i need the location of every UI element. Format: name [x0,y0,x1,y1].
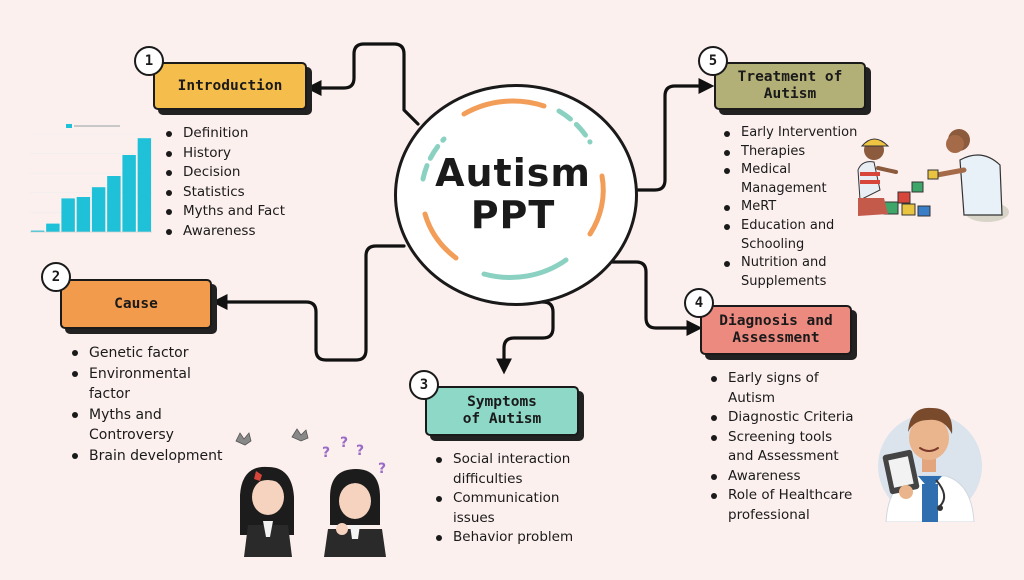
introduction-items: Definition History Decision Statistics M… [165,124,285,241]
list-item: Early signs of Autism [710,369,840,408]
list-item: Genetic factor [71,343,231,364]
node-introduction-title: Introduction [177,77,283,94]
list-item: Social interaction difficulties [435,450,585,489]
node-treatment-number: 5 [698,46,728,76]
list-item: MeRT [723,198,858,217]
list-item: Role of Healthcare professional [710,486,866,525]
node-cause: Cause [60,279,212,329]
center-title: Autism PPT [394,152,632,236]
doctor-illustration [878,407,982,522]
connector-diagnosis [604,260,703,336]
list-item: Communication issues [435,489,578,528]
list-item: Myths and Fact [165,202,285,222]
mini-chart-bar [107,176,121,232]
center-circle [394,84,638,306]
node-symptoms-title-line1: Symptoms [467,394,537,410]
list-item: Nutrition and Supplements [723,254,846,291]
node-diagnosis-number: 4 [684,288,714,318]
list-item: Statistics [165,183,285,203]
mini-chart-bar [61,198,75,232]
cause-items: Genetic factor Environmental factor Myth… [71,343,231,466]
node-diagnosis: Diagnosis and Assessment [700,305,852,355]
list-item: Therapies [723,143,858,162]
mini-chart-bar [137,138,152,232]
list-item: Environmental factor [71,364,201,405]
mini-chart-bar [46,223,60,232]
diagnosis-items: Early signs of Autism Diagnostic Criteri… [710,369,860,525]
node-treatment-title-line2: Autism [763,86,817,102]
list-item: History [165,144,285,164]
node-treatment-title-line1: Treatment of [737,69,843,85]
center-title-line2: PPT [470,193,556,237]
list-item: Brain development [71,446,231,467]
center-title-line1: Autism [435,151,591,195]
node-symptoms-title-line2: of Autism [462,411,542,427]
confused-women-illustration: ???? [235,428,386,557]
connector-introduction [305,42,420,126]
node-diagnosis-title-line2: Assessment [732,330,820,346]
treatment-items: Early Intervention Therapies Medical Man… [723,124,858,291]
svg-text:?: ? [340,435,348,451]
connector-symptoms [496,300,555,375]
list-item: Diagnostic Criteria [710,408,860,428]
connector-treatment [625,78,715,192]
node-introduction-number: 1 [134,46,164,76]
node-treatment: Treatment of Autism [714,62,866,110]
mini-chart-legend-swatch [66,124,72,128]
mini-chart-bar [76,197,91,232]
connector-cause [211,244,406,362]
statistics-mini-chart [30,124,152,233]
list-item: Screening tools and Assessment [710,428,860,467]
list-item: Behavior problem [435,528,585,548]
list-item: Medical Management [723,161,836,198]
mini-chart-bar [91,187,106,232]
svg-text:?: ? [322,445,330,461]
node-cause-number: 2 [41,262,71,292]
list-item: Awareness [165,222,285,242]
list-item: Decision [165,163,285,183]
list-item: Myths and Controversy [71,405,199,446]
node-diagnosis-title-line1: Diagnosis and [719,313,833,329]
mini-chart-legend-text [74,125,120,127]
node-symptoms-number: 3 [409,370,439,400]
node-symptoms: Symptoms of Autism [425,386,579,436]
list-item: Definition [165,124,285,144]
svg-text:?: ? [378,461,386,477]
list-item: Education and Schooling [723,217,846,254]
mini-chart-bar [30,230,45,232]
child-therapist-illustration [857,129,1009,222]
center-ring-decoration [420,98,606,280]
mini-chart-bar [122,155,136,232]
symptoms-items: Social interaction difficulties Communic… [435,450,585,548]
node-cause-title: Cause [114,295,158,312]
svg-text:?: ? [356,443,364,459]
list-item: Early Intervention [723,124,858,143]
list-item: Awareness [710,467,860,487]
node-introduction: Introduction [153,62,307,110]
